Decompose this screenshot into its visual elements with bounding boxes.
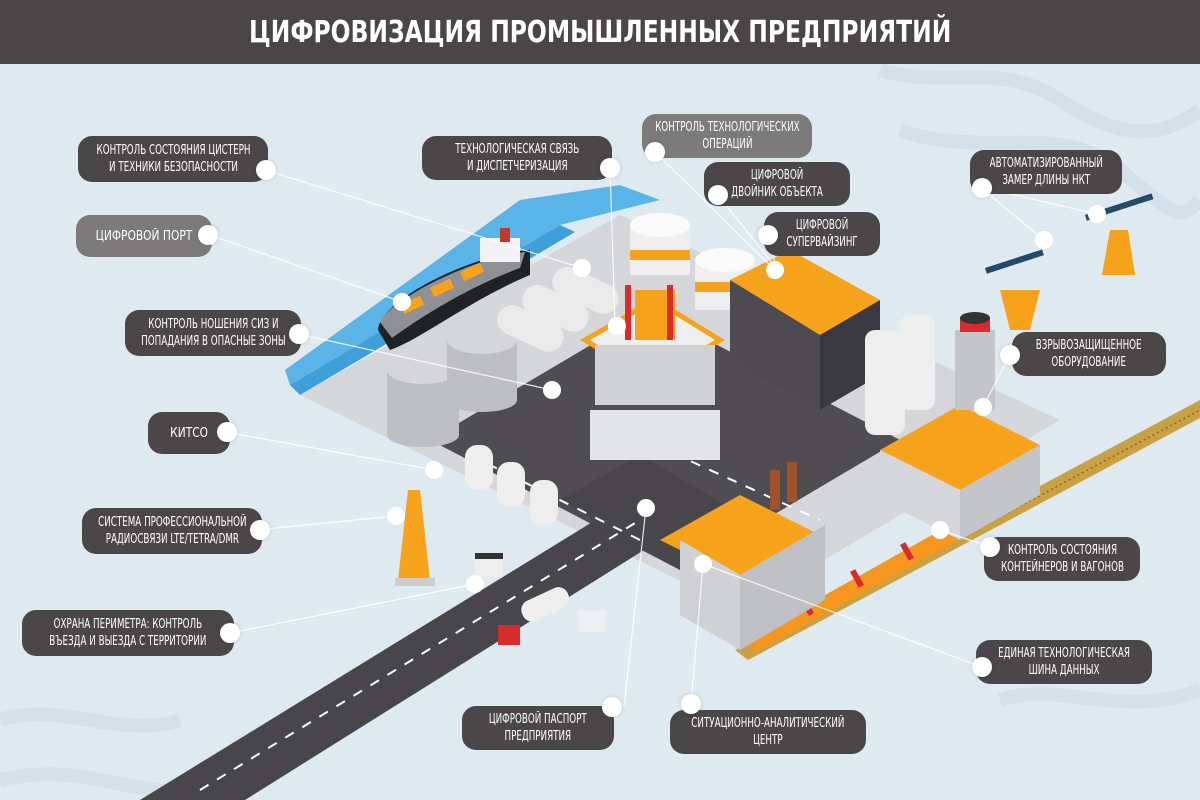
- callout-line: ОХРАНА ПЕРИМЕТРА: КОНТРОЛЬ: [53, 617, 203, 632]
- callout-line: ТЕХНОЛОГИЧЕСКАЯ СВЯЗЬ: [454, 142, 580, 157]
- tanker-ship: [378, 228, 530, 350]
- callout-line: ЦИФРОВОЙ: [795, 218, 849, 233]
- callout-radio[interactable]: СИСТЕМА ПРОФЕССИОНАЛЬНОЙ РАДИОСВЯЗИ LTE/T…: [82, 508, 262, 554]
- callout-digital-port[interactable]: ЦИФРОВОЙ ПОРТ: [76, 215, 212, 257]
- horizontal-tanks: [497, 266, 619, 352]
- marker-dot: [758, 225, 778, 245]
- radio-tower: [395, 490, 435, 586]
- callout-line: ОБОРУДОВАНИЕ: [1051, 355, 1127, 370]
- marker-dot: [289, 324, 309, 344]
- callout-line: КОНТРОЛЬ СОСТОЯНИЯ ЦИСТЕРН: [96, 143, 250, 158]
- callout-line: ВЗРЫВОЗАЩИЩЕННОЕ: [1036, 338, 1142, 353]
- callout-line: ШИНА ДАННЫХ: [1028, 663, 1100, 678]
- callout-situation-center[interactable]: СИТУАЦИОННО-АНАЛИТИЧЕСКИЙ ЦЕНТР: [670, 710, 866, 754]
- callout-line: АВТОМАТИЗИРОВАННЫЙ: [989, 156, 1103, 171]
- callout-line: И ТЕХНИКИ БЕЗОПАСНОСТИ: [108, 160, 238, 175]
- callout-line: ЦИФРОВОЙ: [750, 168, 804, 183]
- callout-tanks-safety[interactable]: КОНТРОЛЬ СОСТОЯНИЯ ЦИСТЕРН И ТЕХНИКИ БЕЗО…: [78, 136, 268, 182]
- checkpoint-truck: [475, 553, 606, 645]
- callout-explosion-proof[interactable]: ВЗРЫВОЗАЩИЩЕННОЕ ОБОРУДОВАНИЕ: [1012, 332, 1166, 376]
- marker-dot: [198, 225, 218, 245]
- page-title: ЦИФРОВИЗАЦИЯ ПРОМЫШЛЕННЫХ ПРЕДПРИЯТИЙ: [248, 14, 952, 50]
- callout-line: ЗАМЕР ДЛИНЫ НКТ: [1002, 173, 1090, 188]
- road-main: [140, 505, 660, 800]
- callout-line: ПОПАДАНИЯ В ОПАСНЫЕ ЗОНЫ: [140, 334, 286, 349]
- silos: [865, 315, 935, 435]
- callout-tech-comm[interactable]: ТЕХНОЛОГИЧЕСКАЯ СВЯЗЬ И ДИСПЕТЧЕРИЗАЦИЯ: [422, 136, 612, 180]
- central-platform-tower: [580, 285, 725, 460]
- callout-line: КОНТРОЛЬ СОСТОЯНИЯ: [1007, 543, 1117, 558]
- storage-tanks: [387, 326, 517, 447]
- callout-digital-twin[interactable]: ЦИФРОВОЙ ДВОЙНИК ОБЪЕКТА: [704, 162, 850, 206]
- marker-dot: [980, 537, 1000, 557]
- callout-line: ЦИФРОВОЙ ПОРТ: [95, 228, 193, 244]
- scene-markers: [387, 205, 1106, 593]
- callout-line: ОПЕРАЦИЙ: [701, 137, 753, 152]
- callout-line: ЕДИНАЯ ТЕХНОЛОГИЧЕСКАЯ: [998, 646, 1130, 661]
- marker-dot: [217, 422, 237, 442]
- explosion-proof-building: [880, 312, 1040, 540]
- marker-dot: [681, 694, 701, 714]
- marker-dot: [708, 185, 728, 205]
- small-silos: [465, 445, 558, 525]
- callout-supervising[interactable]: ЦИФРОВОЙ СУПЕРВАЙЗИНГ: [764, 212, 880, 256]
- callout-containers[interactable]: КОНТРОЛЬ СОСТОЯНИЯ КОНТЕЙНЕРОВ И ВАГОНОВ: [984, 537, 1140, 581]
- callout-line: СУПЕРВАЙЗИНГ: [786, 235, 858, 250]
- marker-dot: [972, 657, 992, 677]
- callout-line: КОНТРОЛЬ ТЕХНОЛОГИЧЕСКИХ: [654, 120, 800, 135]
- callout-line: ЦИФРОВОЙ ПАСПОРТ: [489, 712, 587, 727]
- callout-line: КОНТРОЛЬ НОШЕНИЯ СИЗ И: [147, 317, 279, 332]
- callout-line: ЦЕНТР: [753, 733, 783, 748]
- marker-dot: [250, 520, 270, 540]
- callout-line: КИТСО: [170, 425, 208, 441]
- callout-line: СИТУАЦИОННО-АНАЛИТИЧЕСКИЙ: [691, 716, 845, 731]
- marker-dot: [220, 623, 240, 643]
- title-bar: ЦИФРОВИЗАЦИЯ ПРОМЫШЛЕННЫХ ПРЕДПРИЯТИЙ: [0, 0, 1200, 64]
- callout-line: ВЪЕЗДА И ВЫЕЗДА С ТЕРРИТОРИИ: [49, 634, 207, 649]
- callout-line: ДВОЙНИК ОБЪЕКТА: [731, 185, 823, 200]
- water-canal: [285, 185, 660, 385]
- callout-kitso[interactable]: КИТСО: [148, 412, 230, 454]
- callout-line: КОНТЕЙНЕРОВ И ВАГОНОВ: [1000, 560, 1124, 575]
- callout-passport[interactable]: ЦИФРОВОЙ ПАСПОРТ ПРЕДПРИЯТИЯ: [462, 706, 614, 750]
- callout-nkt[interactable]: АВТОМАТИЗИРОВАННЫЙ ЗАМЕР ДЛИНЫ НКТ: [970, 150, 1122, 194]
- marker-dot: [602, 697, 622, 717]
- marker-dot: [256, 160, 276, 180]
- callout-perimeter[interactable]: ОХРАНА ПЕРИМЕТРА: КОНТРОЛЬ ВЪЕЗДА И ВЫЕЗД…: [22, 610, 234, 656]
- callout-tech-ops[interactable]: КОНТРОЛЬ ТЕХНОЛОГИЧЕСКИХ ОПЕРАЦИЙ: [642, 114, 812, 158]
- callout-line: РАДИОСВЯЗИ LTE/TETRA/DMR: [105, 532, 239, 547]
- marker-dot: [645, 142, 665, 162]
- callout-line: СИСТЕМА ПРОФЕССИОНАЛЬНОЙ: [97, 515, 247, 530]
- callout-data-bus[interactable]: ЕДИНАЯ ТЕХНОЛОГИЧЕСКАЯ ШИНА ДАННЫХ: [976, 640, 1152, 684]
- callout-line: И ДИСПЕТЧЕРИЗАЦИЯ: [466, 159, 568, 174]
- callout-ppe-control[interactable]: КОНТРОЛЬ НОШЕНИЯ СИЗ И ПОПАДАНИЯ В ОПАСНЫ…: [125, 310, 301, 356]
- marker-dot: [972, 178, 992, 198]
- marker-dot: [1000, 345, 1020, 365]
- marker-dot: [600, 158, 620, 178]
- callout-line: ПРЕДПРИЯТИЯ: [504, 729, 572, 744]
- pumpjack-1: [985, 249, 1044, 330]
